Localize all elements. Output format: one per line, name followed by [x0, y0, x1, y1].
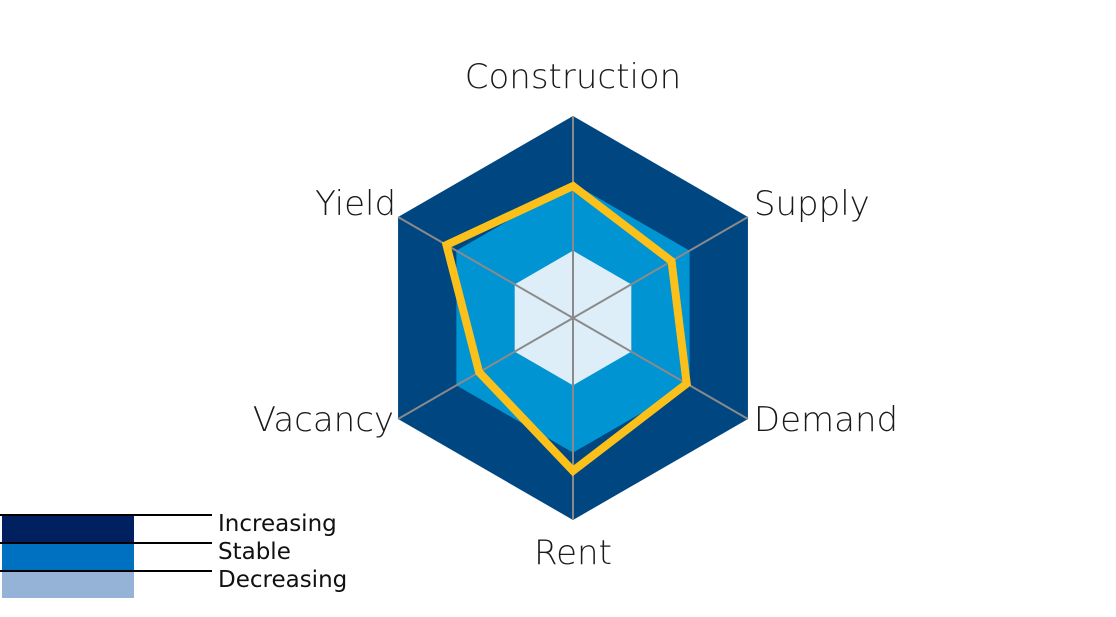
axis-line-vacancy [397, 317, 574, 420]
legend-label: Decreasing [218, 567, 348, 593]
axis-label-yield: Yield [315, 184, 396, 224]
axis-line-demand [572, 317, 749, 420]
axis-label-rent: Rent [534, 533, 612, 573]
axis-label-construction: Construction [465, 57, 681, 97]
legend: Increasing Stable Decreasing [0, 511, 360, 598]
legend-item-stable: Stable [0, 539, 360, 570]
legend-swatch-stable [2, 543, 134, 570]
axis-label-demand: Demand [754, 400, 898, 440]
axis-line-yield [397, 216, 574, 319]
axis-label-vacancy: Vacancy [253, 400, 394, 440]
legend-label: Stable [218, 539, 291, 565]
legend-divider [0, 542, 212, 544]
legend-swatch-decreasing [2, 571, 134, 598]
legend-label: Increasing [218, 511, 337, 537]
legend-swatch-increasing [2, 515, 134, 542]
legend-item-increasing: Increasing [0, 511, 360, 542]
legend-divider [0, 514, 212, 516]
legend-divider [0, 570, 212, 572]
axis-label-supply: Supply [754, 184, 870, 224]
axis-line-supply [572, 216, 749, 319]
legend-item-decreasing: Decreasing [0, 567, 360, 598]
